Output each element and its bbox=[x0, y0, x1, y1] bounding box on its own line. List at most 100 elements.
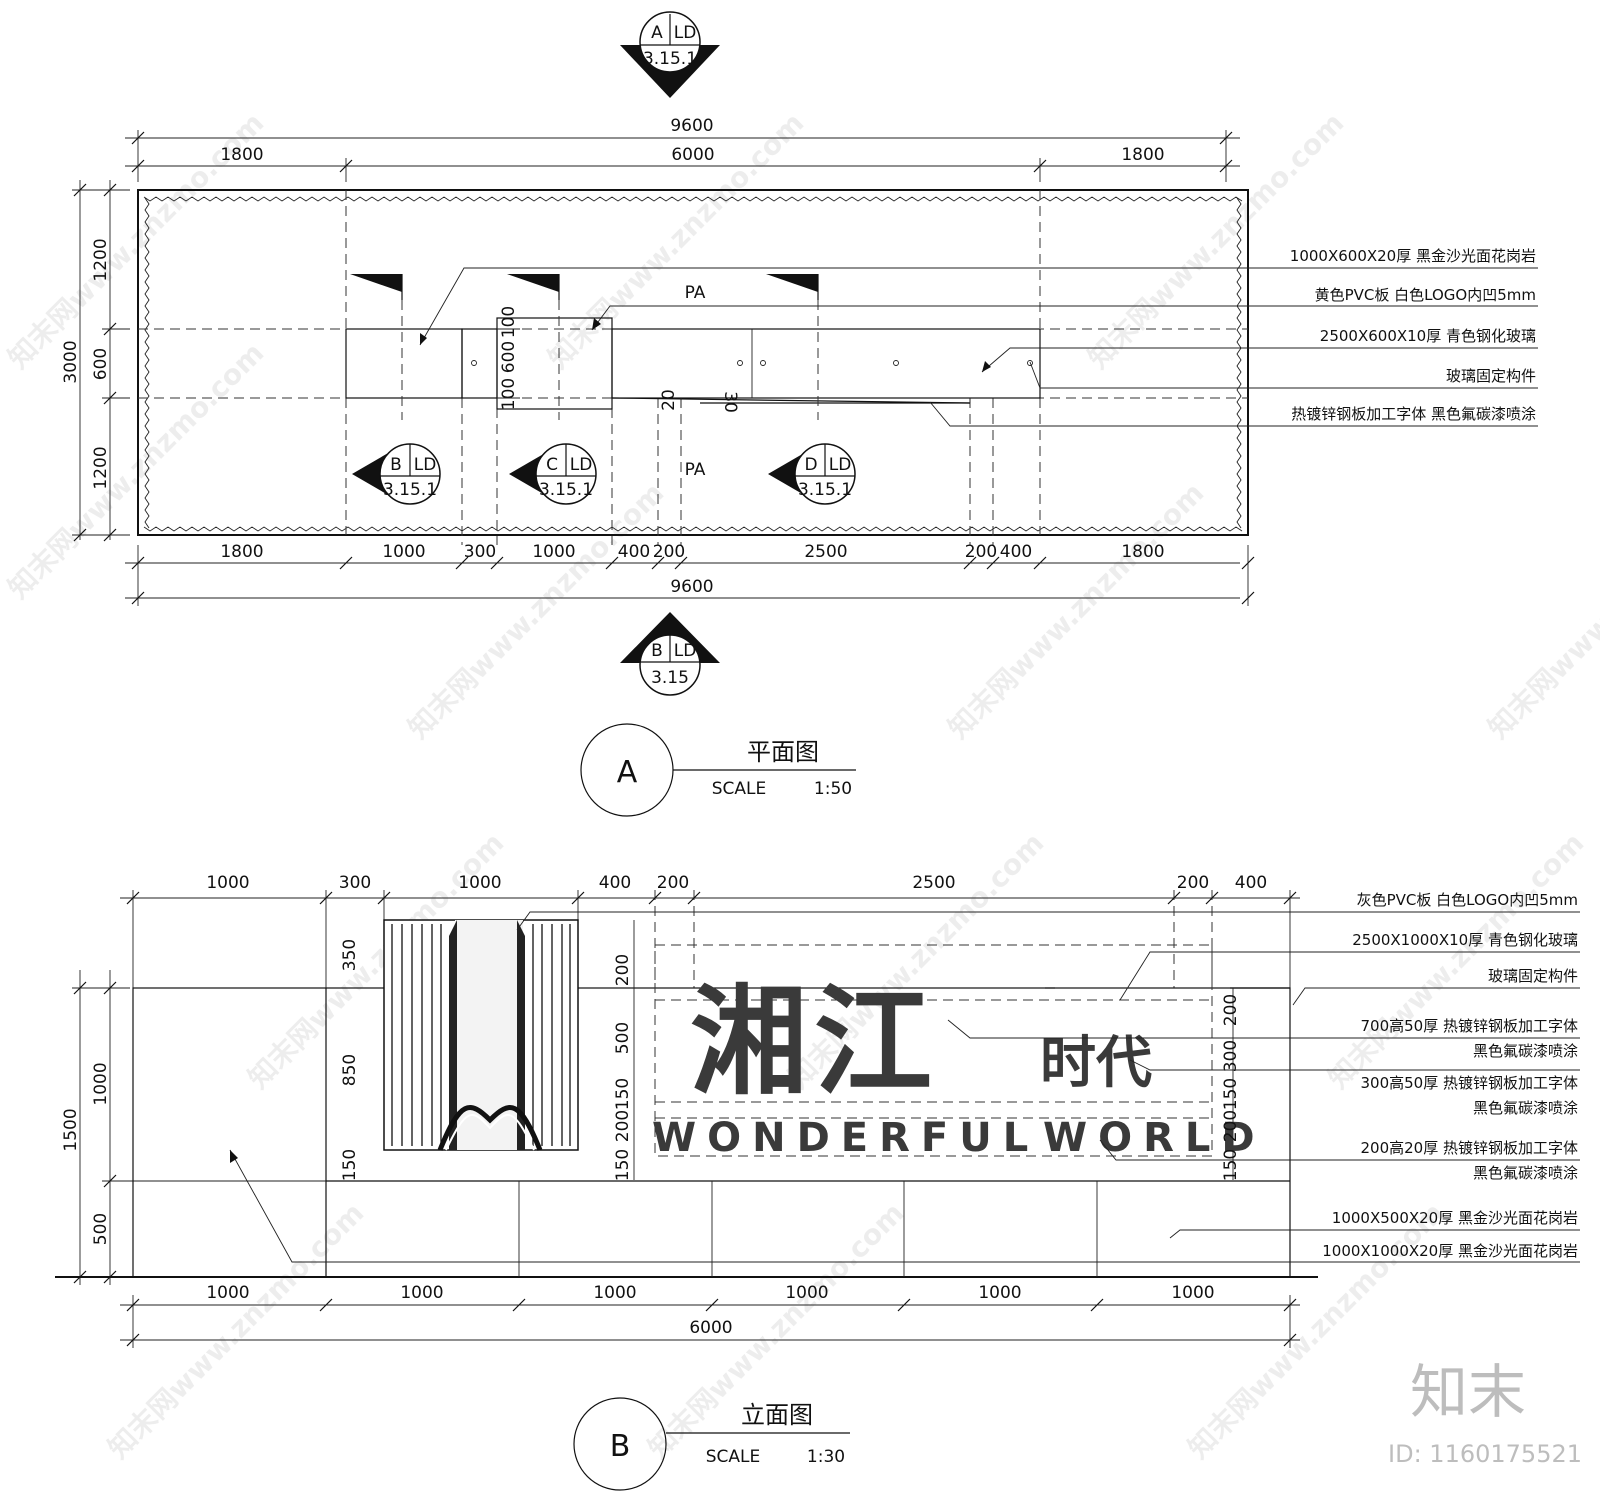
dim-label: 300 bbox=[464, 542, 496, 562]
dim-label: 100 bbox=[499, 306, 519, 338]
elevation-dims-left: 1500 1000 500 bbox=[61, 970, 326, 1285]
dim-label: 200 bbox=[1221, 1110, 1241, 1142]
drawing-title: 立面图 bbox=[741, 1401, 813, 1429]
brand-block: 知末 ID: 1160175521 bbox=[1388, 1358, 1582, 1468]
dim-label: 1800 bbox=[1121, 542, 1164, 562]
dim-label: 20 bbox=[659, 389, 679, 411]
plan-dims-left: 3000 1200 600 1200 bbox=[61, 180, 130, 542]
logo-cn-main: 湘江 bbox=[690, 973, 938, 1111]
dim-label: 1000 bbox=[593, 1283, 636, 1303]
material-note: 玻璃固定构件 bbox=[1488, 967, 1578, 985]
section-sheet: LD bbox=[674, 641, 697, 661]
logo-group: 湘江 时代 WONDERFUL WORLD bbox=[652, 973, 1255, 1161]
dim-label: 1000 bbox=[1171, 1283, 1214, 1303]
material-note: 1000X500X20厚 黑金沙光面花岗岩 bbox=[1332, 1209, 1578, 1227]
scale-value: 1:50 bbox=[814, 779, 852, 799]
section-ref: 3.15.1 bbox=[798, 480, 852, 500]
dim-label: 350 bbox=[340, 939, 360, 971]
dim-label: 100 bbox=[499, 378, 519, 410]
dim-label: 400 bbox=[599, 873, 631, 893]
granite-block bbox=[345, 328, 463, 399]
elevation-notes: 灰色PVC板 白色LOGO内凹5mm 2500X1000X10厚 青色钢化玻璃 … bbox=[1322, 891, 1578, 1260]
elevation-leaders bbox=[229, 911, 1580, 1263]
dim-label: 200 bbox=[1177, 873, 1209, 893]
dim-label: 1200 bbox=[91, 446, 111, 489]
elevation-dims-top: 1000 300 1000 400 200 2500 200 400 bbox=[120, 873, 1300, 988]
material-note: 灰色PVC板 白色LOGO内凹5mm bbox=[1357, 891, 1578, 909]
material-note: 300高50厚 热镀锌钢板加工字体 bbox=[1361, 1074, 1579, 1092]
dim-label: 500 bbox=[613, 1022, 633, 1054]
elevation-dims-bottom: 1000 1000 1000 1000 1000 1000 6000 bbox=[120, 1283, 1300, 1348]
dim-label: 200 bbox=[965, 542, 997, 562]
material-note: 黄色PVC板 白色LOGO内凹5mm bbox=[1315, 286, 1536, 304]
section-mark-c: C LD 3.15.1 bbox=[509, 443, 597, 505]
plan-section-cuts bbox=[350, 274, 819, 420]
plan-construction-lines bbox=[138, 190, 1248, 545]
material-note: 黑色氟碳漆喷涂 bbox=[1473, 1099, 1578, 1117]
section-sheet: LD bbox=[414, 455, 437, 475]
pa-label: PA bbox=[685, 283, 706, 303]
glass-panel bbox=[611, 328, 1041, 399]
section-letter: C bbox=[546, 455, 558, 475]
dim-label: 200 bbox=[1221, 994, 1241, 1026]
scale-label: SCALE bbox=[712, 779, 767, 799]
title-letter: A bbox=[617, 755, 638, 790]
material-note: 黑色氟碳漆喷涂 bbox=[1473, 1164, 1578, 1182]
dim-label: 1000 bbox=[382, 542, 425, 562]
section-sheet: LD bbox=[570, 455, 593, 475]
dim-label: 1800 bbox=[1121, 145, 1164, 165]
dim-label: 400 bbox=[1000, 542, 1032, 562]
dim-label: 1800 bbox=[220, 145, 263, 165]
dim-label: 200 bbox=[657, 873, 689, 893]
material-note: 200高20厚 热镀锌钢板加工字体 bbox=[1361, 1139, 1579, 1157]
dim-label: 9600 bbox=[670, 116, 713, 136]
watermark: 知末网www.znzmo.com bbox=[402, 476, 671, 745]
plan-leaders bbox=[419, 267, 1538, 427]
section-mark-bottom: B LD 3.15 bbox=[620, 612, 720, 696]
section-mark-top: A LD 3.15.1 bbox=[620, 11, 720, 98]
material-note: 热镀锌钢板加工字体 黑色氟碳漆喷涂 bbox=[1291, 405, 1536, 423]
dim-label: 850 bbox=[340, 1054, 360, 1086]
elevation-body bbox=[55, 987, 1318, 1278]
sign-outline bbox=[132, 987, 1291, 1278]
section-ref: 3.15 bbox=[651, 668, 689, 688]
brand-id: ID: 1160175521 bbox=[1388, 1440, 1582, 1468]
dim-label: 150 bbox=[340, 1149, 360, 1181]
dim-label: 600 bbox=[91, 348, 111, 380]
dim-label: 1000 bbox=[206, 1283, 249, 1303]
dim-label: 150 bbox=[1221, 1149, 1241, 1181]
glass-zone bbox=[633, 920, 1234, 1180]
section-ref: 3.15.1 bbox=[643, 49, 697, 69]
watermark-layer: 知末网www.znzmo.com 知末网www.znzmo.com 知末网www… bbox=[2, 106, 1600, 1465]
dim-label: 300 bbox=[1221, 1040, 1241, 1072]
pvc-panel-gap bbox=[461, 328, 498, 399]
dim-label: 1000 bbox=[91, 1062, 111, 1105]
dim-label: 2500 bbox=[804, 542, 847, 562]
brand-logo: 知末 bbox=[1410, 1358, 1526, 1426]
material-note: 玻璃固定构件 bbox=[1446, 367, 1536, 385]
material-note: 1000X600X20厚 黑金沙光面花岗岩 bbox=[1290, 247, 1536, 265]
logo-en-1: WONDERFUL bbox=[652, 1115, 1039, 1161]
section-letter: B bbox=[651, 641, 663, 661]
dim-label: 1000 bbox=[400, 1283, 443, 1303]
plan-boundary bbox=[137, 189, 1249, 536]
plan-notes: 1000X600X20厚 黑金沙光面花岗岩 黄色PVC板 白色LOGO内凹5mm… bbox=[1290, 247, 1536, 423]
dim-label: 1500 bbox=[61, 1108, 81, 1151]
section-sheet: LD bbox=[829, 455, 852, 475]
elevation-inner-dims: 350 850 150 200 500 150 200 150 200 300 … bbox=[340, 939, 1241, 1181]
scale-label: SCALE bbox=[706, 1447, 761, 1467]
material-note: 1000X1000X20厚 黑金沙光面花岗岩 bbox=[1322, 1242, 1578, 1260]
dim-label: 1000 bbox=[532, 542, 575, 562]
material-note: 2500X1000X10厚 青色钢化玻璃 bbox=[1352, 931, 1578, 949]
watermark: 知末网www.znzmo.com bbox=[102, 1196, 371, 1465]
dim-label: 150 bbox=[613, 1078, 633, 1110]
section-letter: B bbox=[390, 455, 402, 475]
dim-label: 300 bbox=[339, 873, 371, 893]
material-note: 黑色氟碳漆喷涂 bbox=[1473, 1042, 1578, 1060]
dim-label: 1000 bbox=[978, 1283, 1021, 1303]
logo-cn-sub: 时代 bbox=[1040, 1031, 1152, 1096]
dim-label: 1000 bbox=[206, 873, 249, 893]
drawing-title: 平面图 bbox=[747, 738, 819, 766]
dim-label: 1000 bbox=[458, 873, 501, 893]
